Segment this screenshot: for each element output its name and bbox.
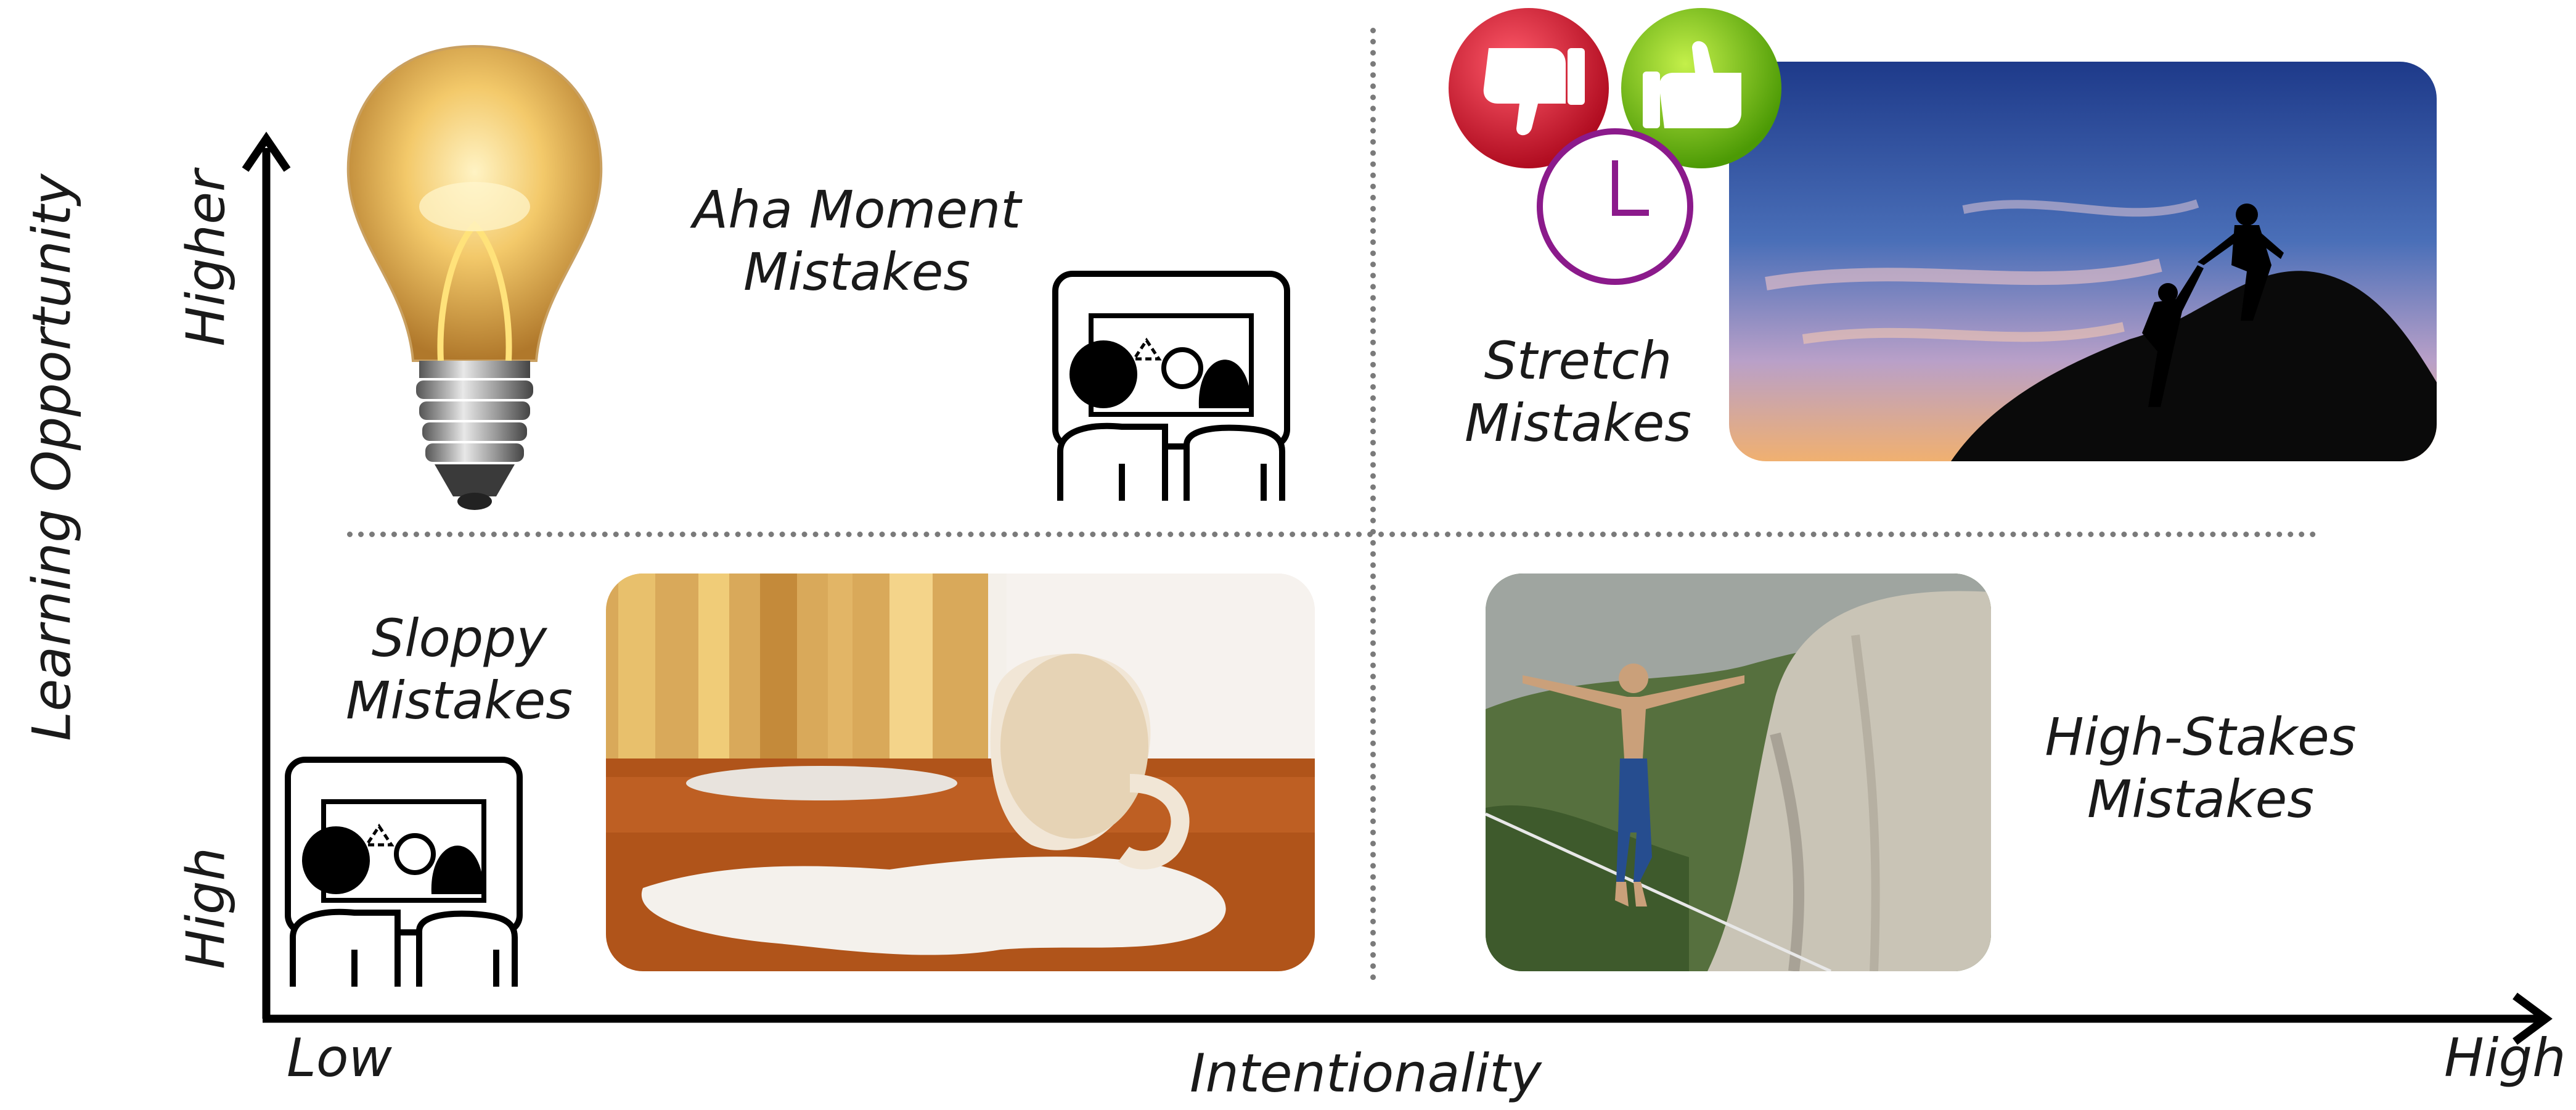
vertical-divider xyxy=(1370,28,1376,980)
sloppy-label: Sloppy Mistakes xyxy=(336,607,583,732)
y-axis-high-label: Higher xyxy=(175,170,237,347)
slackliner-photo xyxy=(1486,574,1991,971)
sloppy-line1: Sloppy xyxy=(371,608,547,668)
x-axis-title: Intentionality xyxy=(1190,1043,1542,1104)
y-axis-low-label: High xyxy=(175,847,237,969)
spilled-coffee-photo xyxy=(606,574,1315,971)
high-stakes-line2: Mistakes xyxy=(2087,768,2315,829)
sloppy-line2: Mistakes xyxy=(345,670,573,731)
clock-icon xyxy=(1537,128,1693,285)
thumbs-down-icon xyxy=(1449,8,1609,168)
x-axis-low-label: Low xyxy=(287,1027,392,1089)
aha-line1: Aha Moment xyxy=(692,179,1021,240)
stretch-line1: Stretch xyxy=(1484,331,1672,391)
y-axis-arrowhead xyxy=(242,131,291,172)
x-axis-high-label: High xyxy=(2444,1027,2566,1089)
aha-line2: Mistakes xyxy=(743,241,971,302)
climbers-helping-photo xyxy=(1729,62,2437,461)
high-stakes-line1: High-Stakes xyxy=(2045,707,2357,767)
stretch-label: Stretch Mistakes xyxy=(1455,330,1701,454)
horizontal-divider xyxy=(347,532,2316,537)
light-bulb-icon xyxy=(346,44,603,510)
high-stakes-label: High-Stakes Mistakes xyxy=(2028,706,2373,831)
thumbs-up-icon xyxy=(1621,8,1781,168)
stretch-line2: Mistakes xyxy=(1464,392,1692,453)
y-axis-title: Learning Opportunity xyxy=(21,173,83,741)
aha-moment-label: Aha Moment Mistakes xyxy=(666,179,1048,303)
x-axis-arrowhead xyxy=(2513,992,2553,1045)
people-at-computer-icon xyxy=(1052,271,1290,501)
people-at-computer-icon xyxy=(285,757,523,987)
